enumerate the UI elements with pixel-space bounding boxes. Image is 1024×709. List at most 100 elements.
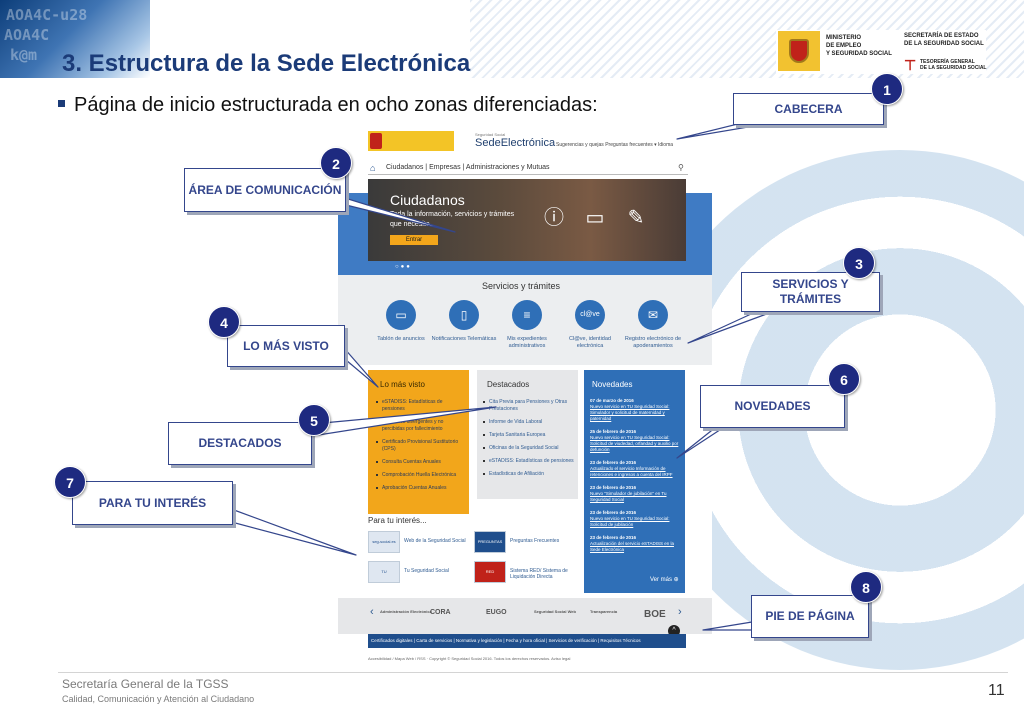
list-item[interactable]: Cita Previa para Pensiones y Otras Prest… (483, 399, 575, 413)
badge-7: 7 (54, 466, 86, 498)
news-link[interactable]: Actualizado el servicio Información de r… (590, 466, 673, 477)
interes-label[interactable]: Tu Seguridad Social (404, 568, 449, 574)
site-shield-icon (370, 133, 382, 149)
list-item[interactable]: eSTADISS: Estadísticas de pensiones (483, 458, 575, 465)
tgss-logo-text: TESORERÍA GENERAL DE LA SEGURIDAD SOCIAL (920, 59, 987, 71)
badge-6: 6 (828, 363, 860, 395)
badge-2: 2 (320, 147, 352, 179)
footer-logo[interactable]: CORA (430, 609, 451, 616)
badge-4: 4 (208, 306, 240, 338)
mail-icon[interactable]: ✉ (638, 300, 668, 330)
secretary-logo-text: SECRETARÍA DE ESTADO DE LA SEGURIDAD SOC… (904, 33, 984, 47)
interes-item[interactable]: seg-social.es Web de la Seguridad Social (368, 531, 478, 553)
tgss-logo-icon: ⊤ (904, 57, 917, 73)
carousel-dots[interactable]: ○●● (395, 264, 412, 270)
callout-cabecera: CABECERA (733, 93, 884, 125)
spain-shield-logo (778, 31, 820, 71)
service-label[interactable]: Notificaciones Telemáticas (431, 336, 497, 342)
news-date: 23 de febrero de 2016 (590, 510, 637, 515)
footer-org: Secretaría General de la TGSS (62, 677, 229, 691)
service-label[interactable]: Cl@ve, identidad electrónica (569, 336, 611, 349)
edit-icon: ✎ (627, 207, 645, 229)
news-link[interactable]: Nuevo servicio en TU Seguridad Social: S… (590, 516, 670, 527)
footer-logos-bar (338, 598, 712, 634)
preguntas-logo: PREGUNTAS (474, 531, 506, 553)
news-link[interactable]: Nuevo servicio en TU Seguridad Social: S… (590, 404, 670, 421)
site-brand: SedeElectrónica (475, 137, 556, 149)
destacados-list: Cita Previa para Pensiones y Otras Prest… (483, 399, 575, 484)
site-nav (368, 161, 688, 175)
service-label[interactable]: Registro electrónico de apoderamientos (624, 336, 682, 349)
clave-icon[interactable]: cl@ve (575, 300, 605, 330)
website-screenshot: Seguridad Social SedeElectrónica Sugeren… (338, 123, 712, 667)
list-item[interactable]: Informe de Vida Laboral (483, 419, 575, 426)
destacados-box (477, 370, 578, 499)
site-nav-links[interactable]: Ciudadanos | Empresas | Administraciones… (386, 164, 550, 171)
interes-item[interactable]: TU SEGURIDAD SOCIAL Tu Seguridad Social (368, 561, 478, 583)
interes-label[interactable]: Sistema RED/ Sistema de Liquidación Dire… (510, 568, 568, 580)
home-icon[interactable]: ⌂ (370, 163, 376, 173)
callout-destacados: DESTACADOS (168, 422, 312, 465)
callout-area-comunicacion: ÁREA DE COMUNICACIÓN (184, 168, 346, 212)
novedades-box (584, 370, 685, 593)
footer-links[interactable]: Certificados digitales | Carta de servic… (371, 638, 641, 643)
footer-logo[interactable]: Seguridad Social Web (534, 609, 576, 614)
screen-icon[interactable]: ▭ (386, 300, 416, 330)
list-item[interactable]: Oficinas de la Seguridad Social (483, 445, 575, 452)
news-date: 07 de marzo de 2016 (590, 398, 634, 403)
ver-mas-link[interactable]: Ver más ⊕ (650, 577, 679, 583)
list-item[interactable]: Comprobación Huella Electrónica (376, 472, 466, 479)
site-top-links[interactable]: Sugerencias y quejas Preguntas frecuente… (556, 142, 674, 148)
list-item[interactable]: Estadísticas de Afiliación (483, 471, 575, 478)
site-brand-small: Seguridad Social (475, 132, 506, 137)
interes-label[interactable]: Preguntas Frecuentes (510, 538, 560, 544)
interes-item[interactable]: RED Sistema RED/ Sistema de Liquidación … (474, 561, 584, 583)
page-number: 11 (988, 682, 1005, 699)
chevron-right-icon[interactable]: › (678, 606, 682, 618)
list-item[interactable]: Certificado Provisional Sustitutorio (CP… (376, 439, 466, 453)
service-label[interactable]: Mis expedientes administrativos (507, 336, 547, 349)
list-item[interactable]: Consulta Cuentas Anuales (376, 459, 466, 466)
interes-item[interactable]: PREGUNTAS Preguntas Frecuentes (474, 531, 584, 553)
document-icon[interactable]: ▯ (449, 300, 479, 330)
list-item[interactable]: Tarjeta Sanitaria Europea (483, 432, 575, 439)
list-item[interactable]: Aprobación Cuentas Anuales (376, 485, 466, 492)
news-link[interactable]: Nuevo "Simulador de jubilación" en Tu Se… (590, 491, 667, 502)
services-title: Servicios y trámites (482, 281, 561, 291)
folder-icon[interactable]: ≡ (512, 300, 542, 330)
callout-pie-de-pagina: PIE DE PÁGINA (751, 595, 869, 638)
list-item[interactable]: eSTADISS: Estadísticas de pensiones (376, 399, 466, 413)
footer-logo[interactable]: BOE (644, 609, 666, 620)
service-label[interactable]: Tablón de anuncios (377, 336, 425, 342)
chevron-left-icon[interactable]: ‹ (370, 606, 374, 618)
hero-banner (368, 179, 686, 261)
badge-5: 5 (298, 404, 330, 436)
interes-title: Para tu interés... (368, 516, 427, 525)
destacados-title: Destacados (487, 380, 530, 389)
news-link[interactable]: Nuevo servicio en TU Seguridad Social: S… (590, 435, 679, 452)
tu-seguridad-logo: TU SEGURIDAD SOCIAL (368, 561, 400, 583)
footer-logo[interactable]: Administración Electrónica (380, 609, 432, 614)
hero-text: Toda la información, servicios y trámite… (390, 211, 515, 228)
leader-5 (311, 406, 497, 437)
footer-logo[interactable]: EUGO (486, 609, 507, 616)
corner-decoration: AOA4C-u28 AOA4C k@m (0, 0, 150, 78)
slide-subtitle: Página de inicio estructurada en ocho zo… (58, 94, 598, 117)
footer-logo[interactable]: Transparencia (590, 609, 618, 614)
news-link[interactable]: Actualización del servicio eSTADISS en l… (590, 541, 674, 552)
subtitle-text: Página de inicio estructurada en ocho zo… (74, 94, 598, 116)
footer-copyright: Accesibilidad / Mapa Web / RSS · Copyrig… (368, 656, 571, 661)
hero-title: Ciudadanos (390, 192, 465, 208)
interes-label[interactable]: Web de la Seguridad Social (404, 538, 466, 544)
hero-enter-button[interactable]: Entrar (390, 235, 438, 245)
search-icon[interactable]: ⚲ (678, 163, 684, 172)
